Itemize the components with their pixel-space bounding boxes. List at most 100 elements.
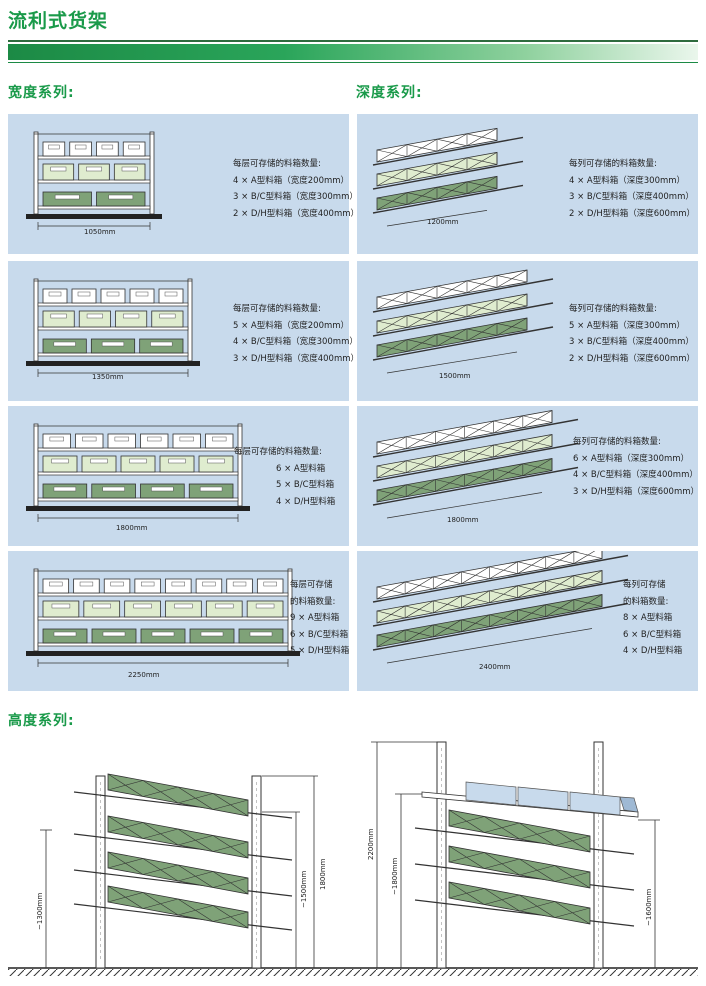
- bin-front: [78, 310, 111, 328]
- section-title-height: 高度系列:: [8, 713, 75, 729]
- height-flow-lane: [107, 815, 249, 859]
- panel-line: 5 × B/C型料箱: [276, 480, 335, 490]
- depth-panel-text: 每列可存储的料箱数量: 5 × A型料箱（深度300mm） 3 × B/C型料箱…: [569, 301, 695, 367]
- panel-line: 8 × A型料箱: [623, 613, 673, 623]
- panel-line: 6 × A型料箱（深度300mm）: [573, 453, 690, 464]
- depth-rack-drawing: [372, 410, 579, 519]
- right-rack: [414, 741, 639, 969]
- panel-heading: 每层可存储的料箱数量:: [233, 304, 321, 314]
- panel-line: 3 × B/C型料箱（深度400mm）: [569, 337, 694, 347]
- bin-front: [113, 163, 146, 181]
- bin-front: [81, 455, 117, 473]
- width-panel-3: 每层可存储的料箱数量: 6 × A型料箱 5 × B/C型料箱 4 × D/H型…: [8, 406, 349, 546]
- panel-heading: 的料箱数量:: [623, 596, 669, 607]
- panel-line: 5 × A型料箱（深度300mm）: [569, 320, 686, 331]
- panel-line: 4 × B/C型料箱（宽度300mm）: [233, 337, 358, 347]
- panel-line: 5 × A型料箱（宽度200mm）: [233, 320, 350, 331]
- panel-line: 2 × D/H型料箱（深度600mm）: [569, 353, 696, 364]
- dim-right-high: ~1600mm: [645, 889, 653, 926]
- panel-line: 3 × D/H型料箱（宽度400mm）: [233, 353, 360, 364]
- bin-front: [42, 600, 80, 618]
- right-dimensions: 2200mm ~1800mm ~1600mm: [367, 741, 660, 968]
- dim-left-high: 1800mm: [319, 858, 327, 890]
- height-series-drawing: ~1300mm ~1500mm 1800mm 2200mm ~1800mm ~1…: [8, 741, 698, 976]
- bin-front: [42, 163, 75, 181]
- bin-front: [159, 455, 195, 473]
- bin-front: [115, 310, 148, 328]
- bin-front: [198, 455, 234, 473]
- left-dimensions: ~1300mm ~1500mm 1800mm: [36, 775, 327, 968]
- panel-heading: 每层可存储: [290, 580, 333, 590]
- panel-heading: 的料箱数量:: [290, 596, 336, 607]
- bin-front: [205, 600, 243, 618]
- depth-panel-2: 每列可存储的料箱数量: 5 × A型料箱（深度300mm） 3 × B/C型料箱…: [357, 261, 698, 401]
- width-panel-text: 每层可存储 的料箱数量: 9 × A型料箱 6 × B/C型料箱 5 × D/H…: [290, 577, 349, 660]
- section-title-width: 宽度系列:: [8, 85, 75, 101]
- title-gradient-bar: [8, 44, 698, 60]
- panel-heading: 每列可存储的料箱数量:: [569, 304, 657, 314]
- bin-front: [78, 163, 110, 181]
- depth-rack-drawing: [372, 269, 554, 374]
- panel-line: 2 × D/H型料箱（宽度400mm）: [233, 208, 360, 219]
- bin-front: [151, 310, 184, 328]
- rack-upright: [593, 741, 604, 969]
- height-flow-lane: [107, 773, 249, 817]
- section-title-depth: 深度系列:: [356, 85, 423, 101]
- panel-heading: 每层可存储的料箱数量:: [234, 447, 322, 457]
- width-rack-drawing: [26, 278, 200, 377]
- depth-panel-3: 每列可存储的料箱数量: 6 × A型料箱（深度300mm） 4 × B/C型料箱…: [357, 406, 699, 546]
- empty-bin: [569, 791, 621, 816]
- title-rule-thin: [8, 62, 698, 63]
- width-panel-text: 每层可存储的料箱数量: 6 × A型料箱 5 × B/C型料箱 4 × D/H型…: [234, 444, 335, 510]
- panel-line: 4 × A型料箱（深度300mm）: [569, 175, 686, 186]
- width-rack-drawing: [26, 568, 300, 667]
- depth-panel-text: 每列可存储的料箱数量: 4 × A型料箱（深度300mm） 3 × B/C型料箱…: [569, 156, 695, 222]
- panel-line: 3 × B/C型料箱（深度400mm）: [569, 192, 694, 202]
- depth-rack-drawing: [372, 551, 629, 664]
- depth-rack-drawing: [372, 127, 524, 227]
- panel-heading: 每列可存储: [623, 580, 666, 590]
- height-flow-lane: [107, 885, 249, 929]
- bin-front: [246, 600, 284, 618]
- bin-front: [120, 455, 156, 473]
- panel-line: 3 × B/C型料箱（宽度300mm）: [233, 192, 358, 202]
- dim-right-low: ~1800mm: [391, 858, 399, 895]
- empty-bin: [465, 781, 517, 806]
- left-rack: [73, 773, 293, 969]
- bin-front: [165, 600, 202, 618]
- depth-panel-text: 每列可存储 的料箱数量: 8 × A型料箱 6 × B/C型料箱 4 × D/H…: [623, 577, 682, 660]
- panel-line: 9 × A型料箱: [290, 613, 340, 623]
- title-rule: [8, 40, 698, 42]
- width-panel-text: 每层可存储的料箱数量: 4 × A型料箱（宽度200mm） 3 × B/C型料箱…: [233, 156, 359, 222]
- width-rack-drawing: [26, 131, 162, 230]
- height-flow-lane: [448, 809, 591, 853]
- panel-line: 6 × B/C型料箱: [623, 629, 682, 640]
- bin-front: [124, 600, 161, 618]
- panel-line: 6 × B/C型料箱: [290, 629, 349, 640]
- page-title: 流利式货架: [8, 10, 109, 32]
- panel-line: 4 × D/H型料箱: [623, 646, 683, 656]
- ground-hatch: [8, 969, 698, 976]
- bin-front: [83, 600, 121, 618]
- width-panel-text: 每层可存储的料箱数量: 5 × A型料箱（宽度200mm） 4 × B/C型料箱…: [233, 301, 359, 367]
- empty-bin: [517, 786, 569, 811]
- panel-heading: 每层可存储的料箱数量:: [233, 159, 321, 169]
- panel-line: 4 × D/H型料箱: [276, 496, 336, 507]
- depth-panel-text: 每列可存储的料箱数量: 6 × A型料箱（深度300mm） 4 × B/C型料箱…: [573, 434, 699, 500]
- height-flow-lane: [107, 851, 249, 895]
- width-rack-drawing: [26, 423, 250, 522]
- panel-line: 2 × D/H型料箱（深度600mm）: [569, 208, 696, 219]
- panel-heading: 每列可存储的料箱数量:: [573, 437, 661, 447]
- panel-heading: 每列可存储的料箱数量:: [569, 159, 657, 169]
- panel-line: 3 × D/H型料箱（深度600mm）: [573, 486, 700, 497]
- depth-panel-1: 每列可存储的料箱数量: 4 × A型料箱（深度300mm） 3 × B/C型料箱…: [357, 114, 698, 254]
- height-flow-lane: [448, 845, 591, 889]
- panel-line: 4 × B/C型料箱（深度400mm）: [573, 470, 698, 480]
- width-panel-2: 每层可存储的料箱数量: 5 × A型料箱（宽度200mm） 4 × B/C型料箱…: [8, 261, 359, 401]
- rack-upright: [436, 741, 447, 969]
- depth-panel-4: 每列可存储 的料箱数量: 8 × A型料箱 6 × B/C型料箱 4 × D/H…: [357, 551, 698, 691]
- dim-right-total: 2200mm: [367, 828, 375, 860]
- dim-left-low: ~1300mm: [36, 893, 44, 930]
- panel-line: 4 × A型料箱（宽度200mm）: [233, 175, 350, 186]
- panel-line: 6 × A型料箱: [276, 463, 326, 474]
